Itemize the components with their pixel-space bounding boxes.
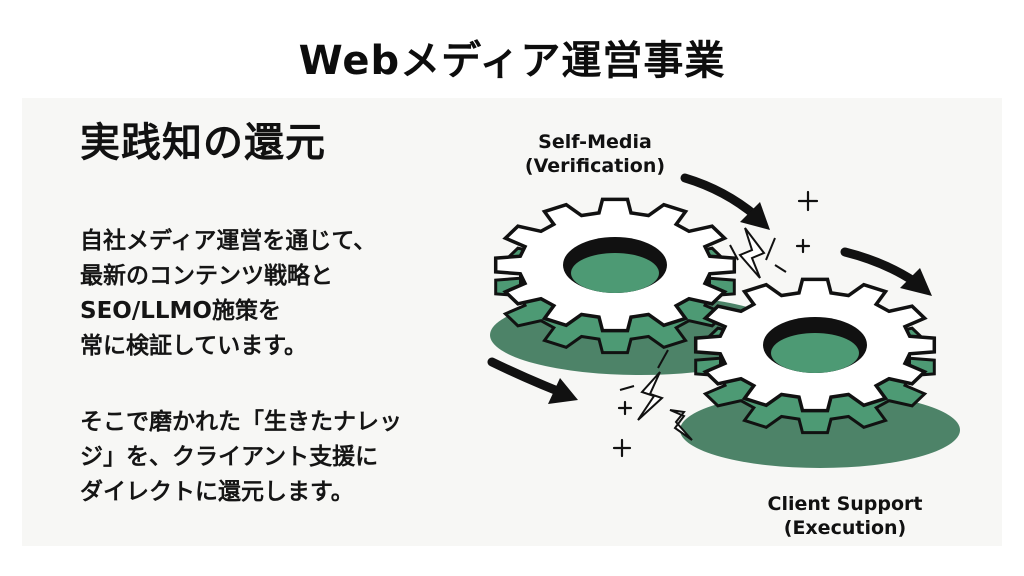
label-line: (Execution) — [783, 517, 907, 539]
paragraph-line: 最新のコンテンツ戦略と — [80, 263, 333, 289]
arrow-icon — [680, 173, 770, 230]
spark-icon — [619, 349, 693, 441]
description-paragraph-1: 自社メディア運営を通じて、 最新のコンテンツ戦略と SEO/LLMO施策を 常に… — [80, 224, 376, 364]
section-heading: 実践知の還元 — [80, 120, 326, 166]
label-line: Client Support — [767, 493, 923, 515]
paragraph-line: そこで磨かれた「生きたナレッ — [80, 409, 402, 435]
paragraph-line: SEO/LLMO施策を — [80, 298, 281, 324]
label-line: (Verification) — [524, 155, 666, 177]
spark-icon — [729, 227, 787, 279]
arrow-icon — [487, 357, 578, 404]
arrow-icon — [840, 247, 932, 296]
paragraph-line: 自社メディア運営を通じて、 — [80, 228, 377, 254]
label-client-support: Client Support (Execution) — [735, 492, 955, 540]
label-self-media: Self-Media (Verification) — [495, 130, 695, 178]
gear-icon — [493, 197, 737, 355]
plus-icon — [612, 190, 819, 458]
page-title: Webメディア運営事業 — [298, 38, 726, 84]
label-line: Self-Media — [538, 131, 652, 153]
paragraph-line: ジ」を、クライアント支援に — [80, 444, 379, 470]
paragraph-line: ダイレクトに還元します。 — [80, 479, 354, 505]
gears-illustration — [487, 173, 960, 468]
description-paragraph-2: そこで磨かれた「生きたナレッ ジ」を、クライアント支援に ダイレクトに還元します… — [80, 405, 402, 510]
gear-icon — [693, 277, 937, 435]
paragraph-line: 常に検証しています。 — [80, 333, 308, 359]
